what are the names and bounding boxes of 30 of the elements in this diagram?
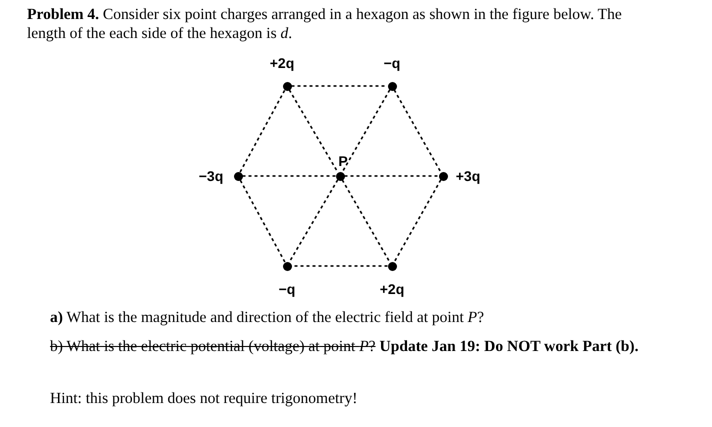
dashed-line [342,180,390,262]
dashed-line [342,90,390,172]
charge-label: −3q [198,168,224,184]
dashed-line [242,175,336,177]
dashed-line [292,265,388,267]
point-charge [282,82,292,90]
point-label: P [338,153,348,169]
dashed-line [344,175,438,177]
charge-label: +2q [270,55,294,71]
point-charge [388,82,396,90]
hint-text: Hint: this problem does not require trigonometry! [50,389,358,408]
dashed-line [394,90,442,172]
point-charge [438,172,448,180]
dashed-line [288,179,338,263]
point-charge [388,262,396,270]
dashed-line [239,90,286,172]
charge-label: −q [384,55,400,71]
charge-label: +2q [380,281,404,297]
dashed-line [394,180,442,262]
point-charge [282,262,292,270]
charge-label: −q [278,281,296,297]
update-note: Update Jan 19: Do NOT work Part (b). [380,337,638,356]
dashed-line [292,85,388,87]
point-charge [234,172,242,180]
dashed-line [288,89,338,173]
point-charge [336,172,344,180]
question-text: a) What is the magnitude and direction of the electric field at point P? [50,308,486,327]
problem-statement: Problem 4. Consider six point charges arranged in a hexagon as shown in the figure below. The length of the each side of the hexagon is d. [27,5,623,43]
dashed-line [239,180,286,262]
charge-label: +3q [456,168,480,184]
